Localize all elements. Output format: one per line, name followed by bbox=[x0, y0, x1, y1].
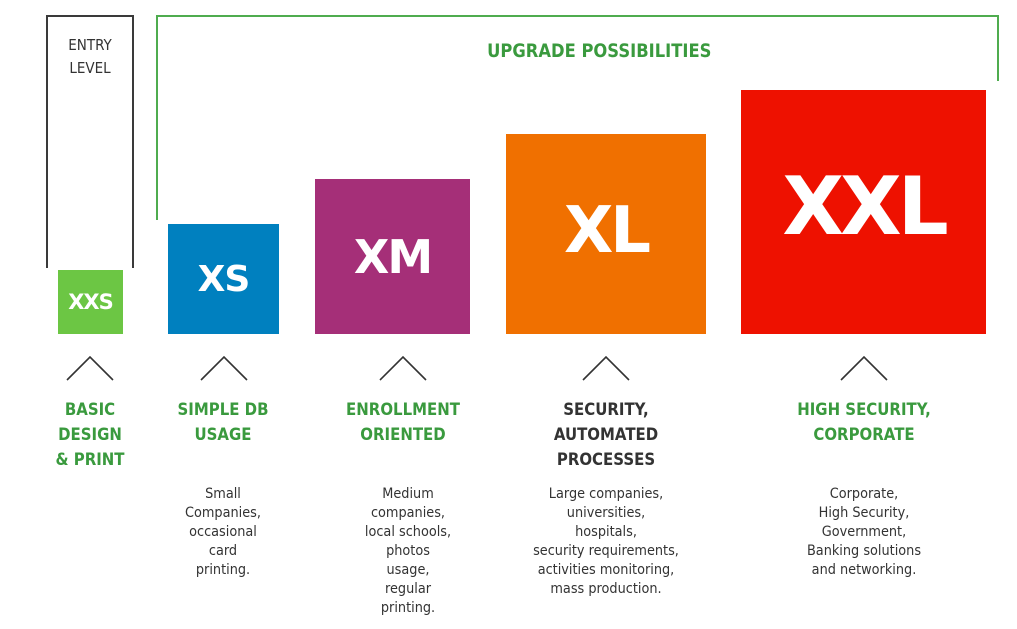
title-line: HIGH SECURITY, bbox=[797, 400, 931, 420]
tier-title-xm: ENROLLMENT ORIENTED bbox=[328, 398, 478, 448]
tier-desc-xxl: Corporate, High Security, Government, Ba… bbox=[772, 485, 956, 580]
desc-line: printing. bbox=[380, 600, 436, 616]
tier-title-xs: SIMPLE DB USAGE bbox=[157, 398, 289, 448]
tier-code: XXL bbox=[782, 159, 948, 253]
title-line: BASIC bbox=[64, 400, 116, 420]
tier-title-xl: SECURITY, AUTOMATED PROCESSES bbox=[522, 398, 689, 473]
tier-box-xs: XS bbox=[168, 224, 279, 334]
tier-box-xl: XL bbox=[506, 134, 706, 334]
desc-line: security requirements, bbox=[533, 543, 679, 559]
title-line: ENROLLMENT bbox=[346, 400, 460, 420]
desc-line: photos bbox=[386, 543, 430, 559]
desc-line: universities, bbox=[566, 505, 646, 521]
entry-level-bracket bbox=[46, 15, 134, 268]
desc-line: printing. bbox=[195, 562, 251, 578]
desc-line: card bbox=[208, 543, 238, 559]
title-line: CORPORATE bbox=[813, 425, 915, 445]
caret-up-icon bbox=[200, 356, 248, 382]
desc-line: activities monitoring, bbox=[537, 562, 675, 578]
desc-line: Government, bbox=[821, 524, 907, 540]
upgrade-bracket bbox=[156, 15, 999, 220]
title-line: DESIGN bbox=[58, 425, 122, 445]
title-line: ORIENTED bbox=[360, 425, 446, 445]
title-line: & PRINT bbox=[55, 450, 125, 470]
desc-line: Corporate, bbox=[829, 486, 899, 502]
title-line: PROCESSES bbox=[556, 450, 656, 470]
entry-label-line: LEVEL bbox=[69, 59, 111, 77]
desc-line: Companies, bbox=[185, 505, 261, 521]
tier-code: XL bbox=[563, 194, 651, 268]
desc-line: High Security, bbox=[818, 505, 910, 521]
desc-line: occasional bbox=[189, 524, 257, 540]
tier-box-xxl: XXL bbox=[741, 90, 986, 334]
caret-up-icon bbox=[379, 356, 427, 382]
caret-up-icon bbox=[840, 356, 888, 382]
upgrade-possibilities-title: UPGRADE POSSIBILITIES bbox=[487, 40, 712, 62]
entry-label-line: ENTRY bbox=[68, 36, 112, 54]
desc-line: mass production. bbox=[550, 581, 662, 597]
desc-line: Medium bbox=[382, 486, 434, 502]
tier-code: XS bbox=[197, 258, 251, 300]
tier-title-xxl: HIGH SECURITY, CORPORATE bbox=[767, 398, 961, 448]
desc-line: Small bbox=[205, 486, 241, 502]
title-line: SECURITY, bbox=[563, 400, 649, 420]
entry-level-label: ENTRY LEVEL bbox=[46, 34, 134, 80]
tier-desc-xs: Small Companies, occasional card printin… bbox=[154, 485, 292, 580]
tier-code: XXS bbox=[68, 290, 114, 314]
desc-line: usage, bbox=[386, 562, 430, 578]
tier-box-xm: XM bbox=[315, 179, 470, 334]
desc-line: local schools, bbox=[364, 524, 452, 540]
tier-code: XM bbox=[353, 229, 433, 284]
desc-line: and networking. bbox=[811, 562, 917, 578]
caret-up-icon bbox=[66, 356, 114, 382]
desc-line: Large companies, bbox=[548, 486, 664, 502]
tier-desc-xm: Medium companies, local schools, photos … bbox=[339, 485, 477, 618]
desc-line: regular bbox=[384, 581, 432, 597]
desc-line: companies, bbox=[370, 505, 446, 521]
tier-box-xxs: XXS bbox=[58, 270, 123, 334]
title-line: USAGE bbox=[194, 425, 252, 445]
title-line: AUTOMATED bbox=[553, 425, 659, 445]
desc-line: hospitals, bbox=[575, 524, 637, 540]
title-line: SIMPLE DB bbox=[177, 400, 269, 420]
upgrade-bracket-right-edge bbox=[997, 15, 999, 81]
tier-desc-xl: Large companies, universities, hospitals… bbox=[505, 485, 707, 599]
caret-up-icon bbox=[582, 356, 630, 382]
tier-title-xxs: BASIC DESIGN & PRINT bbox=[28, 398, 151, 473]
desc-line: Banking solutions bbox=[806, 543, 922, 559]
